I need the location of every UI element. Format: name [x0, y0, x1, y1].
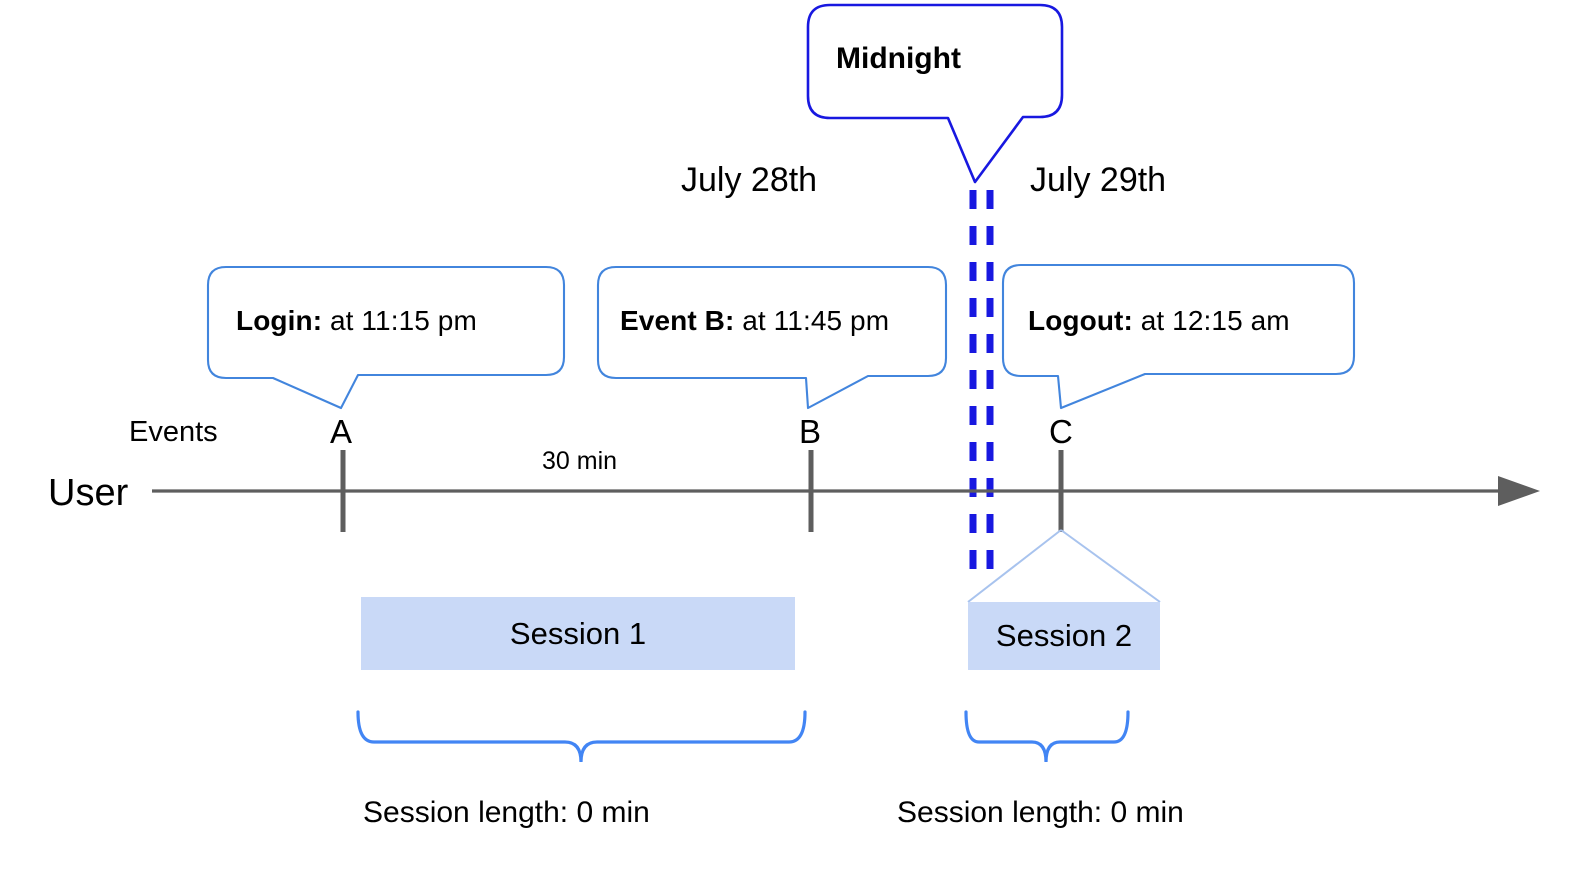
login-callout-rest: at 11:15 pm	[322, 305, 477, 336]
interval-label-30-min: 30 min	[542, 447, 618, 475]
logout-callout-text: Logout: at 12:15 am	[1028, 307, 1290, 335]
events-row-label: Events	[129, 416, 218, 448]
midnight-boundary-lines	[969, 190, 994, 580]
session-1-label: Session 1	[509, 615, 647, 651]
session-1-brace	[356, 710, 807, 763]
login-callout-shape	[206, 265, 566, 410]
session-2-label: Session 2	[995, 618, 1133, 653]
date-label-left: July 28th	[681, 161, 818, 199]
session-2-box: Session 2	[968, 602, 1160, 670]
session-1-box: Session 1	[361, 597, 795, 670]
event-label-b: B	[799, 413, 822, 450]
event-label-c: C	[1049, 413, 1073, 450]
date-label-right: July 29th	[1030, 161, 1167, 199]
event-b-callout-text: Event B: at 11:45 pm	[620, 307, 889, 335]
user-row-label: User	[48, 472, 129, 514]
logout-callout-bold: Logout:	[1028, 305, 1133, 336]
midnight-callout-shape	[806, 3, 1064, 184]
login-callout-bold: Login:	[236, 305, 323, 336]
event-b-callout-bold: Event B:	[620, 305, 735, 336]
midnight-callout-label: Midnight	[836, 42, 961, 75]
logout-callout-shape	[1001, 263, 1356, 410]
event-b-callout-rest: at 11:45 pm	[734, 305, 890, 336]
session-2-length-label: Session length: 0 min	[897, 796, 1184, 829]
event-b-callout-shape	[596, 265, 948, 410]
timeline-axis	[152, 476, 1540, 506]
session-2-leader-lines	[967, 529, 1161, 603]
session-2-brace	[964, 710, 1130, 763]
event-label-a: A	[330, 413, 353, 450]
login-callout-text: Login: at 11:15 pm	[236, 307, 477, 335]
session-1-length-label: Session length: 0 min	[363, 796, 650, 829]
logout-callout-rest: at 12:15 am	[1132, 305, 1290, 336]
